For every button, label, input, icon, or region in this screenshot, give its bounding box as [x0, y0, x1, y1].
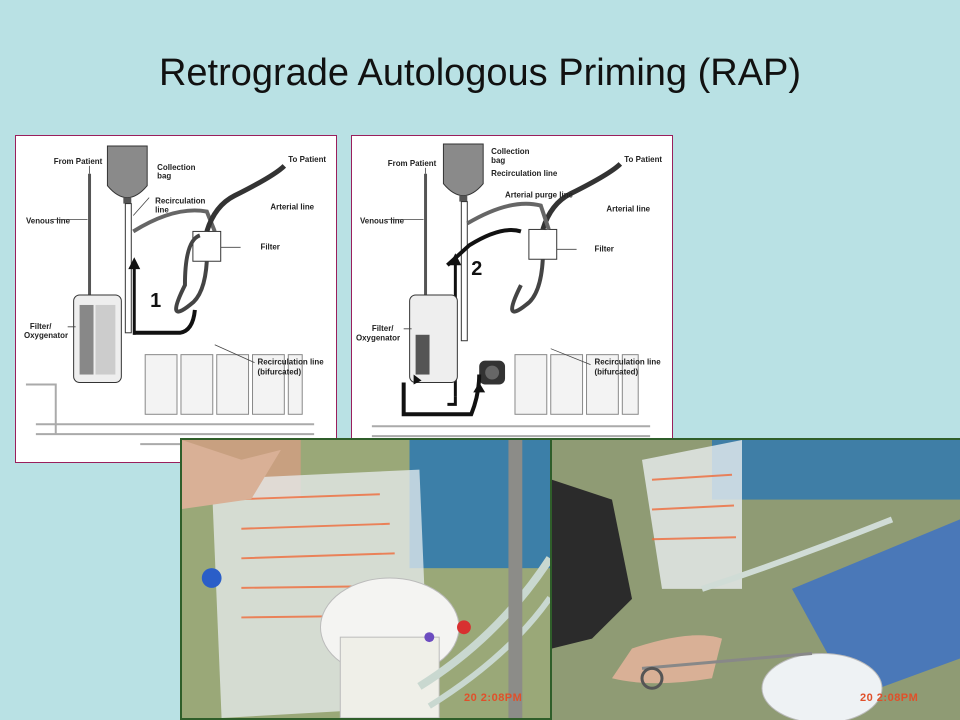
label-arterial-line: Arterial line [606, 205, 650, 214]
label-collection-bag-2: bag [491, 156, 505, 165]
label-collection-bag-2: bag [157, 172, 171, 181]
label-filter: Filter [594, 244, 613, 253]
collection-bag-icon [106, 145, 148, 199]
photo-timestamp: 20 2:08PM [464, 692, 523, 704]
circuit-schematic-1: 1 From Patient Collection bag To Patient… [24, 145, 326, 446]
step-number-1: 1 [150, 290, 161, 312]
slide-title: Retrograde Autologous Priming (RAP) [158, 52, 802, 94]
circuit-schematic-2: 2 From Patient Collection bag To Patient… [356, 143, 662, 438]
label-oxygenator-2: Oxygenator [356, 334, 400, 343]
label-recirculation: Recirculation line [491, 169, 558, 178]
label-collection-bag: Collection [491, 147, 530, 156]
label-filter: Filter [260, 242, 279, 251]
label-to-patient: To Patient [624, 155, 662, 164]
label-recirculation-bifurcated-2: (bifurcated) [257, 368, 301, 377]
label-from-patient: From Patient [54, 157, 103, 166]
label-oxygenator-2: Oxygenator [24, 331, 68, 340]
label-recirculation-2: line [155, 206, 169, 215]
photo-clamping-line: 20 2:08PM [552, 438, 960, 720]
step-number-2: 2 [471, 258, 482, 280]
label-recirculation: Recirculation [155, 197, 205, 206]
label-arterial-line: Arterial line [270, 203, 314, 212]
collection-bag-icon [442, 143, 484, 197]
label-arterial-purge-line: Arterial purge line [505, 191, 574, 200]
label-recirculation-bifurcated: Recirculation line [257, 358, 324, 367]
label-recirculation-bifurcated: Recirculation line [594, 358, 661, 367]
pump-console-icon [514, 354, 639, 415]
photo-collection-bag-priming: 20 2:08PM [180, 438, 552, 720]
photo-timestamp: 20 2:08PM [860, 692, 919, 704]
label-venous-line: Venous line [26, 216, 71, 225]
label-oxygenator: Filter/ [372, 324, 394, 333]
pump-console-icon [144, 354, 303, 415]
label-collection-bag: Collection [157, 163, 196, 172]
rap-diagram-step-2: 2 From Patient Collection bag To Patient… [351, 135, 673, 463]
label-oxygenator: Filter/ [30, 322, 52, 331]
label-from-patient: From Patient [388, 159, 437, 168]
label-to-patient: To Patient [288, 155, 326, 164]
label-recirculation-bifurcated-2: (bifurcated) [594, 368, 638, 377]
label-venous-line: Venous line [360, 216, 405, 225]
photo-illustration-1 [182, 440, 550, 718]
rap-diagram-step-1: 1 From Patient Collection bag To Patient… [15, 135, 337, 463]
photo-illustration-2 [552, 440, 960, 720]
